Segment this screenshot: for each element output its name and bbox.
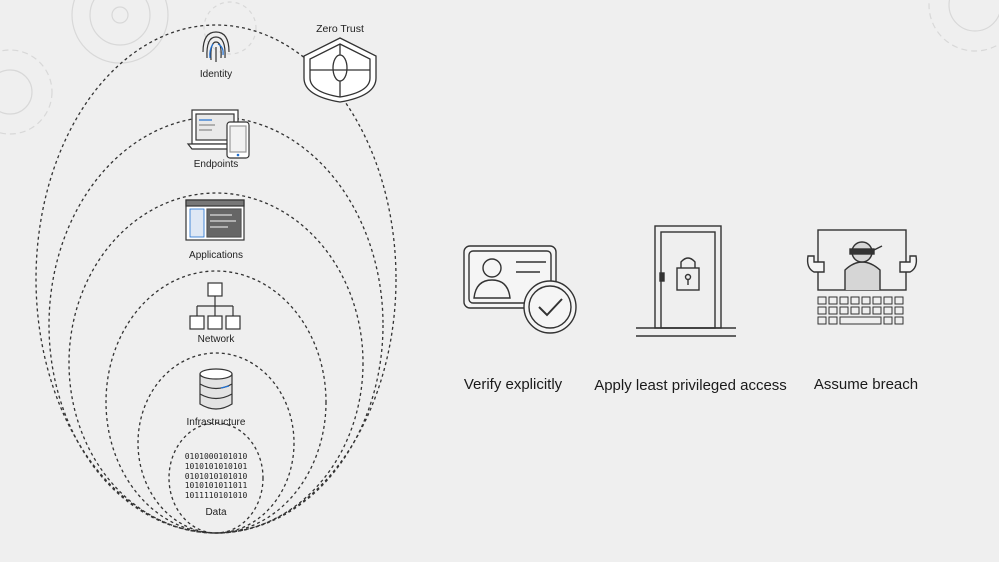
shield-icon [303,37,377,103]
application-window-icon [185,199,245,241]
layer-label-endpoints: Endpoints [193,159,239,170]
principle-assume-breach: Assume breach [813,376,919,393]
network-hierarchy-icon [189,282,241,330]
database-icon [199,368,233,410]
binary-line: 0101000101010 [184,452,248,461]
ring-applications [68,192,364,534]
binary-line: 1010101011011 [184,481,248,491]
principle-least-privileged-access: Apply least privileged access [594,377,787,394]
id-card-check-icon [463,245,577,334]
layer-label-identity: Identity [199,69,233,80]
fingerprint-icon [202,31,230,62]
ring-data [168,422,264,534]
keyboard-icon [817,296,904,325]
locked-door-icon [636,225,736,337]
binary-line: 1011110101010 [184,491,248,501]
layer-label-data: Data [205,507,227,518]
zero-trust-title: Zero Trust [316,23,364,35]
binary-data-icon: 0101000101010 1010101010101 010101010101… [166,452,266,501]
layer-label-infrastructure: Infrastructure [186,417,246,428]
binary-line: 1010101010101 [184,461,248,471]
ring-network [105,270,327,534]
hacker-screen-icon [806,229,918,325]
background-gears [0,0,999,135]
devices-icon [186,109,250,159]
layer-label-applications: Applications [189,250,243,261]
binary-line: 0101010101010 [184,471,248,481]
layer-label-network: Network [197,334,235,345]
ring-infrastructure [137,352,295,534]
trust-layers-rings [35,24,397,534]
principle-verify-explicitly: Verify explicitly [463,376,563,393]
